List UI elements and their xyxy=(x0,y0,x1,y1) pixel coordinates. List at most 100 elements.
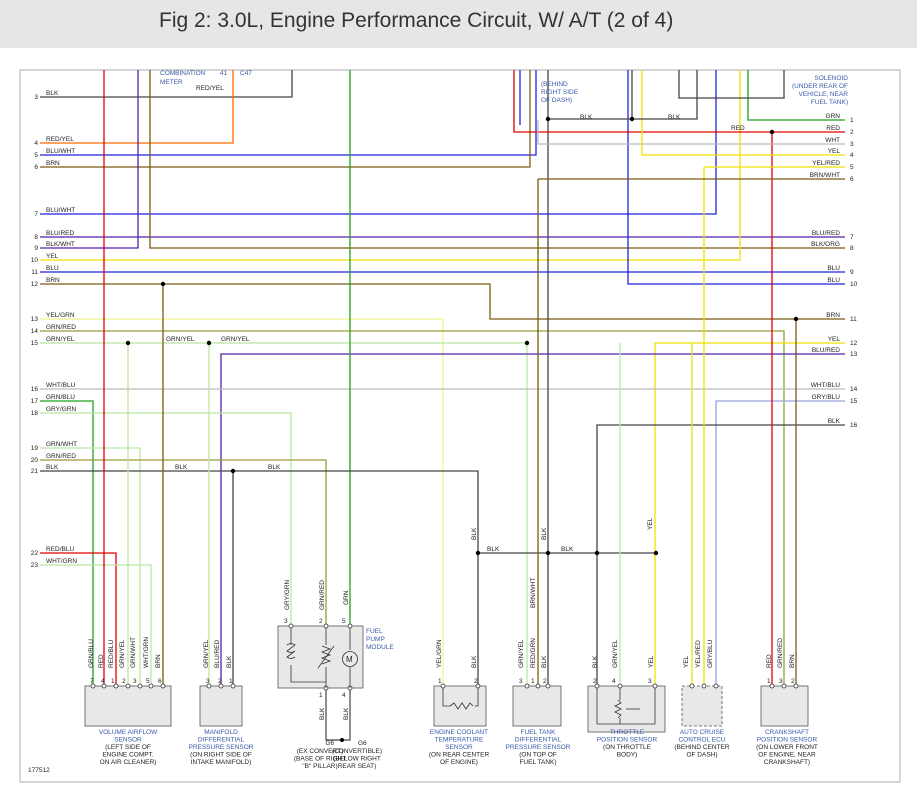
left-wire-label-22: RED/BLU xyxy=(46,546,74,553)
wire-22-redblu xyxy=(40,552,117,685)
motor-label: M xyxy=(346,655,353,664)
component-3-name-1: DIFFERENTIAL xyxy=(515,737,562,744)
component-1-name-1: DIFFERENTIAL xyxy=(198,737,245,744)
right-pin-15: 15 xyxy=(850,398,858,405)
inline-label-5: GRN/YEL xyxy=(221,336,250,343)
pin-number-25: 2 xyxy=(791,678,795,685)
inline-label-0: RED/YEL xyxy=(196,85,224,92)
top-label-1: METER xyxy=(160,79,183,86)
vertical-label-13: BRN xyxy=(155,654,162,668)
pin-number-1: 4 xyxy=(101,678,105,685)
ground-0-loc-0: (EX CONVERT) xyxy=(297,748,343,755)
pin-number-4: 3 xyxy=(133,678,137,685)
wire-12r-yel xyxy=(654,342,845,685)
inline-label-2: BLK xyxy=(668,114,681,121)
vertical-label-24: YEL xyxy=(648,655,655,668)
pin-number-21: 4 xyxy=(612,678,616,685)
vertical-label-15: BLU/RED xyxy=(214,640,221,668)
right-pin-2: 2 xyxy=(850,129,854,136)
vertical-label-0: BLK xyxy=(471,527,478,540)
vertical-label-28: RED xyxy=(766,654,773,668)
ground-wires xyxy=(325,690,351,741)
ground-point xyxy=(340,738,344,742)
wire-8r-blkorg xyxy=(149,70,845,249)
left-pin-19: 19 xyxy=(31,445,39,452)
left-wire-label-4: RED/YEL xyxy=(46,136,74,143)
top-label-2: 41 xyxy=(220,70,228,77)
component-4-loc-0: (ON THROTTLE xyxy=(603,744,652,751)
wire-10-yel xyxy=(40,70,741,261)
inline-label-1: BLK xyxy=(580,114,593,121)
vertical-label-23: GRN/YEL xyxy=(612,639,619,668)
pin-number-6: 6 xyxy=(158,678,162,685)
pin-number-8: 2 xyxy=(218,678,222,685)
left-pin-16: 16 xyxy=(31,386,39,393)
component-3-loc-0: (ON TOP OF xyxy=(519,752,557,759)
right-wire-label-7: BLU/RED xyxy=(812,230,840,237)
component-4-loc-1: BODY) xyxy=(617,752,638,759)
right-pin-7: 7 xyxy=(850,234,854,241)
component-1-loc-1: INTAKE MANIFOLD) xyxy=(191,759,252,766)
pin-number-11: 2 xyxy=(319,618,323,625)
pin-number-10: 3 xyxy=(284,618,288,625)
wire-13r-blured xyxy=(220,353,845,685)
component-3-loc-1: FUEL TANK) xyxy=(519,759,556,766)
component-5-loc-0: (BEHIND CENTER xyxy=(674,744,730,751)
left-wire-label-16: WHT/BLU xyxy=(46,382,76,389)
wire-blk-right xyxy=(678,70,785,99)
inline-label-6: BLK xyxy=(175,464,188,471)
left-wire-label-5: BLU/WHT xyxy=(46,148,75,155)
vertical-label-12: WHT/GRN xyxy=(143,637,150,668)
right-pin-4: 4 xyxy=(850,152,854,159)
pin-number-13: 1 xyxy=(319,692,323,699)
vertical-label-19: GRN/YEL xyxy=(518,639,525,668)
component-0-loc-0: (LEFT SIDE OF xyxy=(105,744,151,751)
wire-2r-red xyxy=(513,70,845,133)
left-pin-18: 18 xyxy=(31,410,39,417)
pin-number-2: 1 xyxy=(111,678,115,685)
left-pin-14: 14 xyxy=(31,328,39,335)
left-wire-label-14: GRN/RED xyxy=(46,324,76,331)
solenoid-label-3: FUEL TANK) xyxy=(811,99,848,106)
left-pin-22: 22 xyxy=(31,550,39,557)
fuel-pump-motor-icon xyxy=(342,651,358,667)
wire-15r-grybln xyxy=(715,400,845,685)
component-3-name-0: FUEL TANK xyxy=(521,729,557,736)
inline-label-7: BLK xyxy=(268,464,281,471)
right-wire-label-5: YEL/RED xyxy=(812,160,840,167)
component-2-loc-1: OF ENGINE) xyxy=(440,759,478,766)
ground-1-loc-1: (BELOW RIGHT xyxy=(333,756,381,763)
left-pin-23: 23 xyxy=(31,562,39,569)
left-wire-label-21: BLK xyxy=(46,464,59,471)
vertical-label-3: BRN/WHT xyxy=(530,578,537,608)
top-label-5: RIGHT SIDE xyxy=(541,89,579,96)
left-pin-5: 5 xyxy=(34,152,38,159)
tps-potentiometer-icon xyxy=(614,699,622,719)
component-2-name-2: SENSOR xyxy=(445,744,473,751)
left-wire-label-11: BLU xyxy=(46,265,59,272)
right-pin-3: 3 xyxy=(850,141,854,148)
page-title: Fig 2: 3.0L, Engine Performance Circuit,… xyxy=(159,9,674,32)
component-6-loc-0: (ON LOWER FRONT xyxy=(756,744,818,751)
wire-3r-wht xyxy=(537,120,845,145)
inline-label-9: BLK xyxy=(561,546,574,553)
sensor-internals xyxy=(442,688,656,725)
right-pin-12: 12 xyxy=(850,340,858,347)
left-wire-label-9: BLK/WHT xyxy=(46,241,75,248)
right-pin-16: 16 xyxy=(850,422,858,429)
component-3-name-2: PRESSURE SENSOR xyxy=(505,744,570,751)
pin-number-22: 3 xyxy=(648,678,652,685)
map-sensor-box xyxy=(199,685,243,727)
left-wire-label-13: YEL/GRN xyxy=(46,312,75,319)
left-pin-13: 13 xyxy=(31,316,39,323)
solenoid-label-2: VEHICLE, NEAR xyxy=(799,91,849,98)
vertical-label-31: BLK xyxy=(319,707,326,720)
fuel-pump-label-1: PUMP xyxy=(366,636,385,643)
pin-number-14: 4 xyxy=(342,692,346,699)
right-wire-label-2: RED xyxy=(826,125,840,132)
vertical-label-9: RED/BLU xyxy=(108,640,115,668)
fuel-pump-resistor-icon xyxy=(320,645,332,665)
left-pin-12: 12 xyxy=(31,281,39,288)
